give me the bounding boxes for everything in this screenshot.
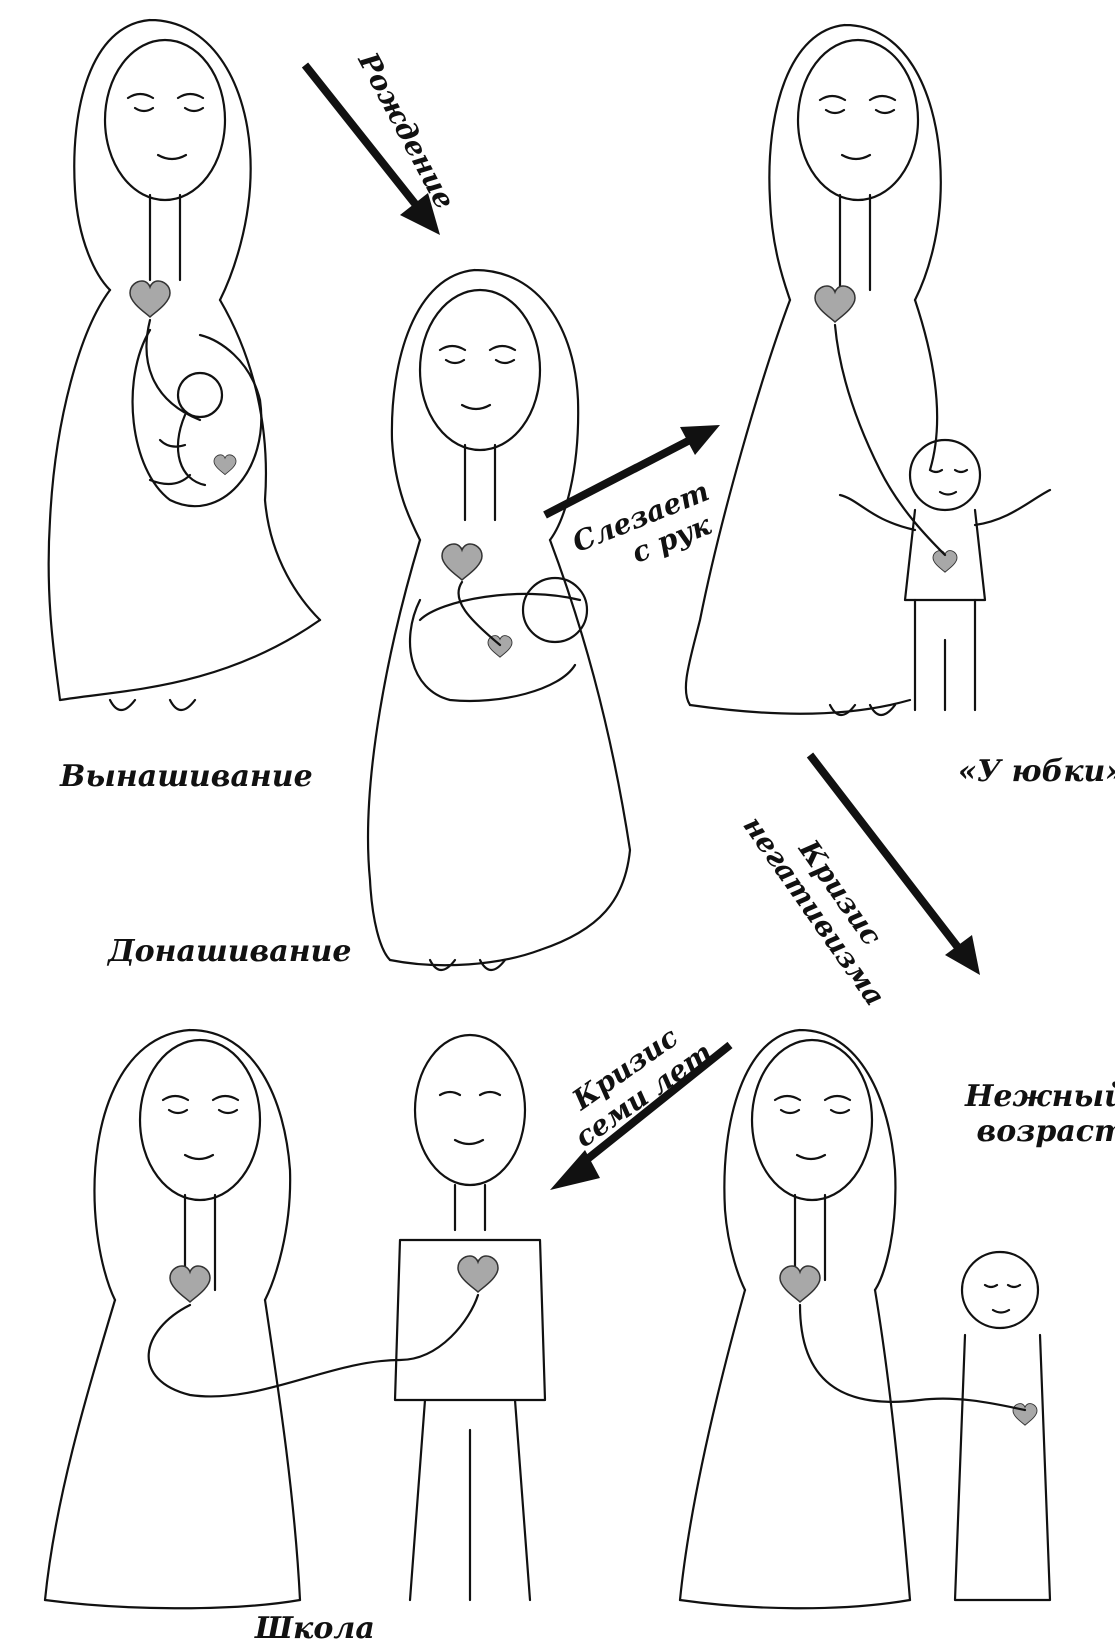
stage-label-shkola: Школа: [255, 1612, 375, 1647]
stage-label-nezhny-line2: возраст: [965, 1115, 1115, 1150]
stage-label-nezhny-line1: Нежный: [965, 1080, 1115, 1115]
arrows: [305, 65, 980, 1190]
figure-mother-with-toddler: [686, 25, 1050, 715]
stage-label-nezhny-vozrast: Нежный возраст: [965, 1080, 1115, 1149]
stage-label-u-yubki: «У юбки»: [958, 755, 1115, 790]
figure-mother-with-schoolchild: [45, 1030, 545, 1608]
stage-label-donashivanie: Донашивание: [108, 935, 351, 970]
stage-label-vynashivanie: Вынашивание: [60, 760, 313, 795]
figure-pregnant-mother: [49, 20, 320, 710]
figure-mother-with-baby: [368, 270, 630, 970]
